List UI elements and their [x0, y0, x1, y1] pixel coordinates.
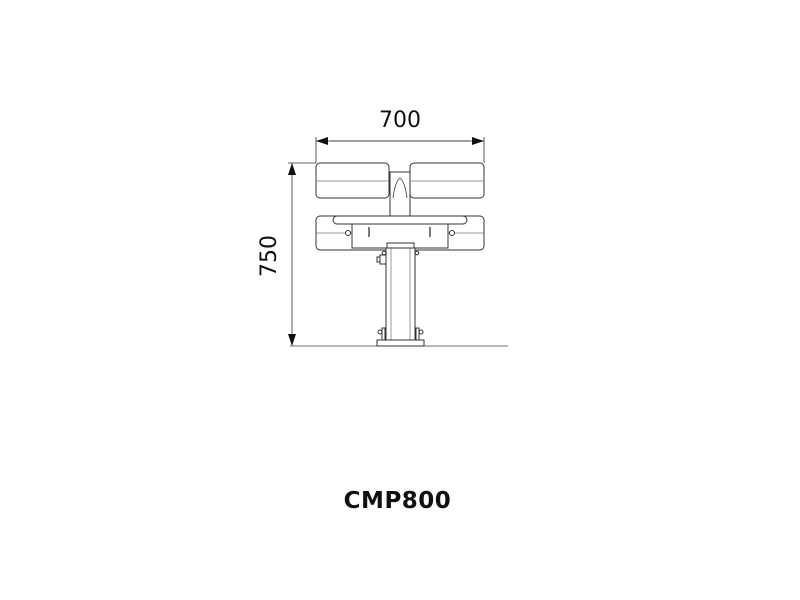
width-dimension-label: 700: [379, 108, 421, 133]
product-code: CMP800: [343, 488, 452, 514]
width-dimension: 700: [315, 108, 485, 163]
height-dimension: 750: [257, 162, 316, 346]
top-right-roller-pad: [409, 162, 485, 199]
support-post: [385, 247, 416, 342]
equipment-front-view: [315, 162, 485, 347]
top-left-roller-pad: [315, 162, 390, 199]
adjust-knob: [379, 254, 387, 265]
height-dimension-label: 750: [257, 235, 282, 277]
base-plate: [376, 339, 425, 347]
